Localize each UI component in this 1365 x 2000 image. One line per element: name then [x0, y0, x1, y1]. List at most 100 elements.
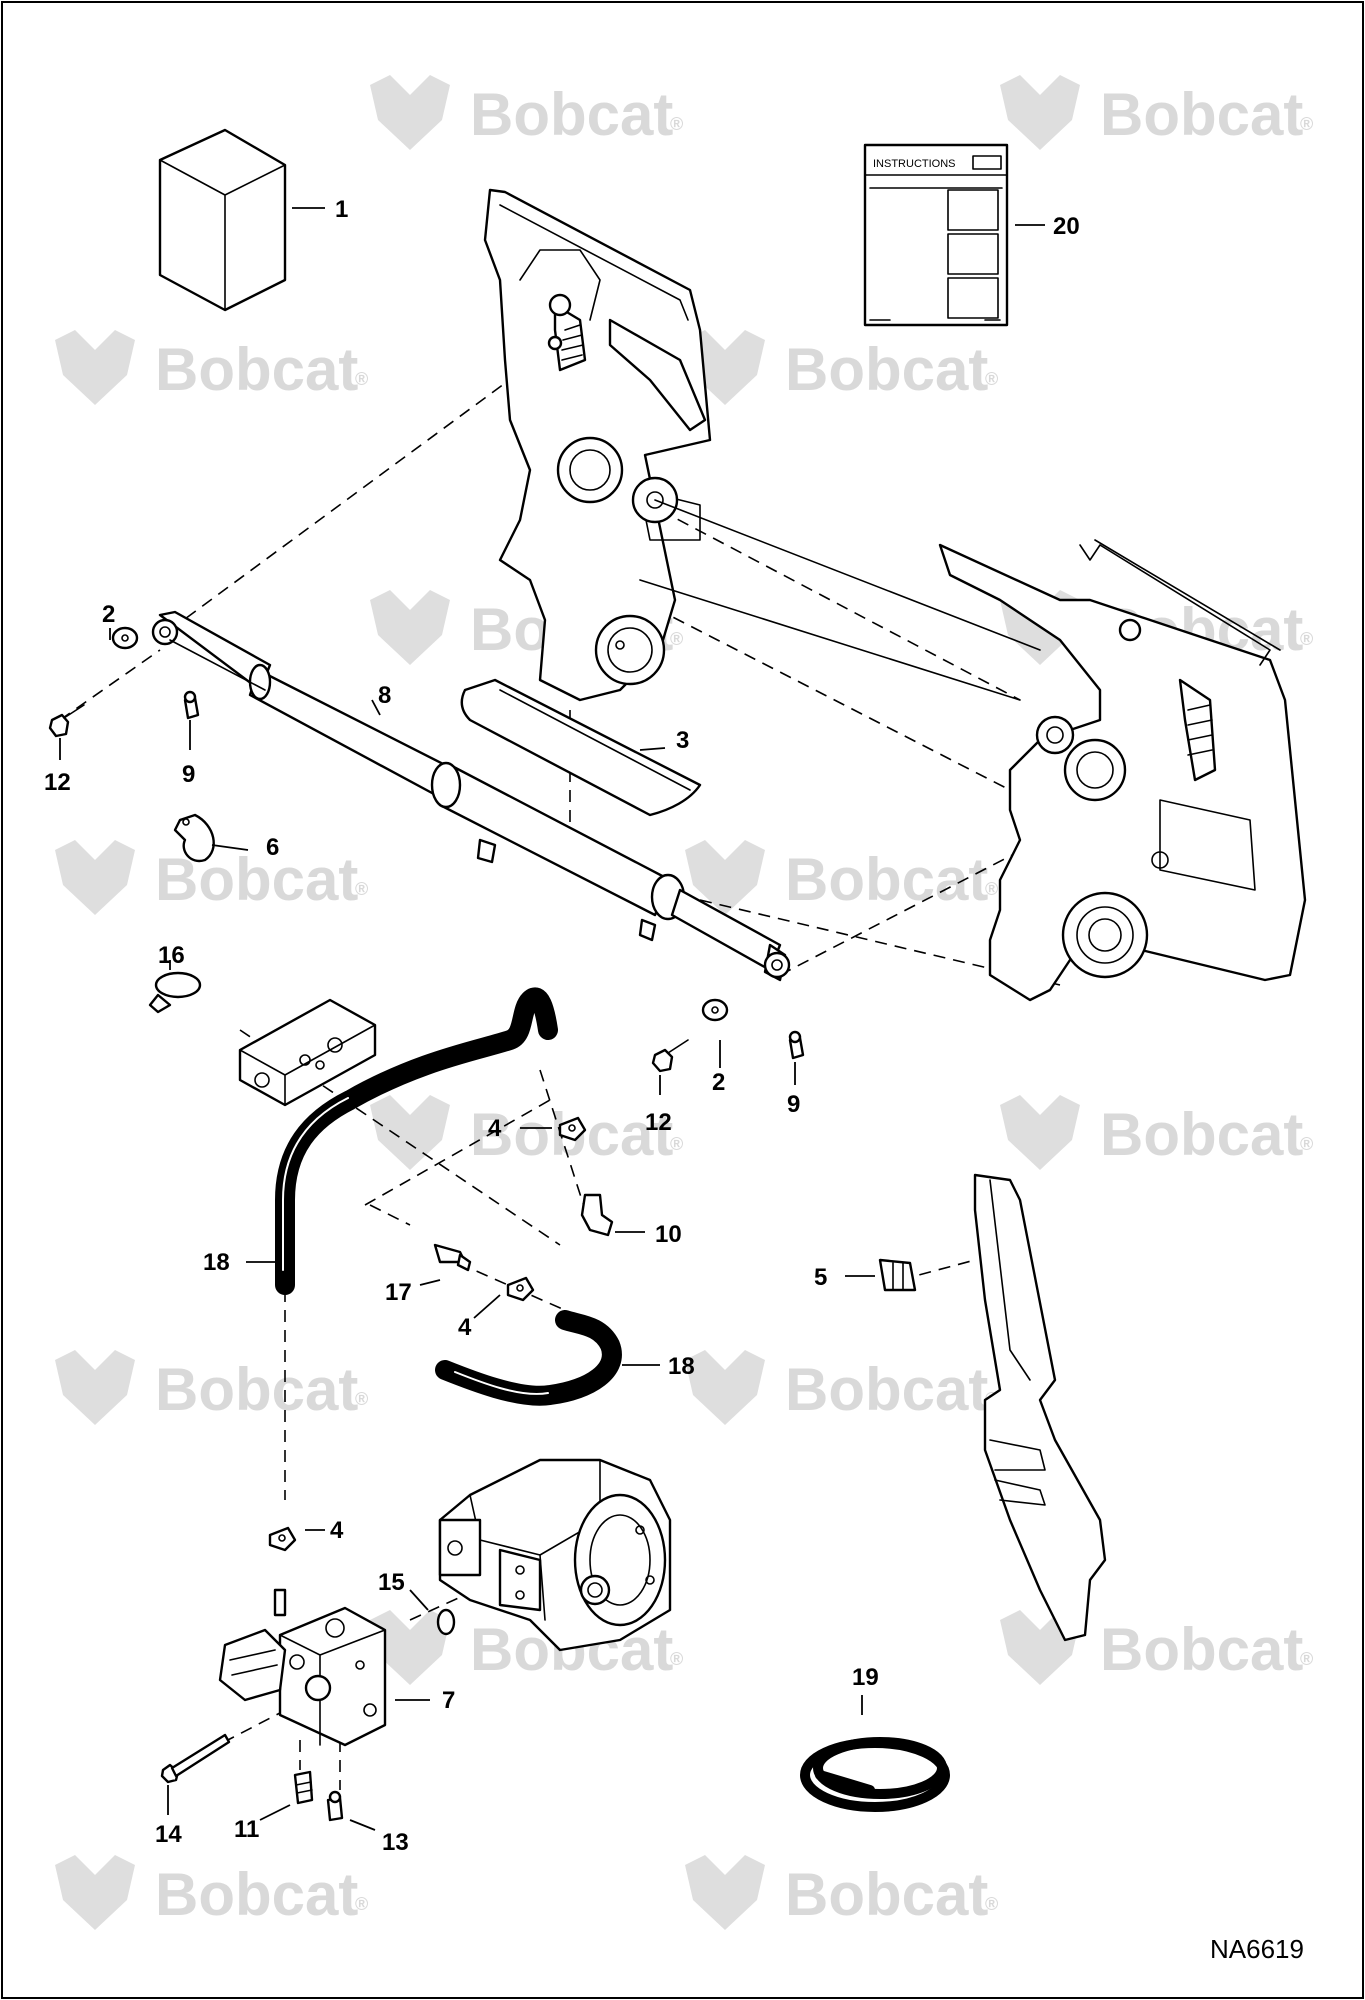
callout-1: 1: [335, 196, 348, 223]
callout-8: 8: [378, 682, 391, 709]
callout-18-short: 18: [668, 1353, 695, 1380]
left-mount-plate: [483, 188, 712, 702]
hydraulic-cylinder: [151, 610, 791, 982]
svg-text:Bobcat: Bobcat: [155, 1861, 358, 1928]
bolt-upper: [48, 704, 85, 738]
svg-text:®: ®: [985, 879, 998, 899]
callout-4-lower: 4: [330, 1517, 344, 1544]
coiled-tube: [800, 1737, 950, 1812]
adapter-fitting: [433, 1243, 472, 1272]
instructions-title: INSTRUCTIONS: [873, 158, 956, 170]
elbow-fitting: [580, 1193, 614, 1237]
watermark: Bobcat ®: [685, 1350, 998, 1425]
o-ring: [436, 1608, 456, 1636]
callout-13: 13: [382, 1829, 409, 1856]
callout-12-lower: 12: [645, 1109, 672, 1136]
right-mount-plate: [938, 539, 1307, 1002]
svg-text:®: ®: [670, 1134, 683, 1154]
svg-text:®: ®: [1300, 1649, 1313, 1669]
svg-text:Bobcat: Bobcat: [785, 846, 988, 913]
callout-20: 20: [1053, 213, 1080, 240]
bolt-lower: [651, 1039, 689, 1073]
callout-12-upper: 12: [44, 769, 71, 796]
hose-short: [435, 1310, 622, 1406]
callout-15: 15: [378, 1569, 405, 1596]
svg-text:®: ®: [670, 1649, 683, 1669]
callout-6: 6: [266, 834, 279, 861]
callout-2-upper: 2: [102, 601, 115, 628]
callout-11: 11: [234, 1816, 259, 1843]
watermark: Bobcat ®: [1000, 1095, 1313, 1170]
watermark: Bobcat ®: [370, 75, 683, 150]
svg-text:®: ®: [1300, 1134, 1313, 1154]
svg-text:®: ®: [355, 879, 368, 899]
callout-7: 7: [442, 1687, 455, 1714]
svg-text:Bobcat: Bobcat: [1100, 1101, 1303, 1168]
callout-14: 14: [155, 1821, 182, 1848]
svg-text:®: ®: [670, 629, 683, 649]
watermark: Bobcat ®: [55, 1350, 368, 1425]
svg-text:®: ®: [355, 369, 368, 389]
lift-arm: [973, 1173, 1107, 1642]
clamp-middle: [506, 1276, 535, 1302]
callout-19: 19: [852, 1664, 879, 1691]
watermark: Bobcat ®: [1000, 1610, 1313, 1685]
cross-tube: [639, 499, 1041, 701]
cable-tie: [148, 971, 202, 1014]
figure-code: NA6619: [1210, 1934, 1304, 1964]
watermark: Bobcat ®: [685, 1855, 998, 1930]
svg-text:Bobcat: Bobcat: [1100, 81, 1303, 148]
svg-text:®: ®: [985, 1894, 998, 1914]
leaders: [59, 207, 1045, 1831]
svg-text:Bobcat: Bobcat: [785, 336, 988, 403]
callout-5: 5: [814, 1264, 827, 1291]
svg-text:®: ®: [670, 114, 683, 134]
svg-text:Bobcat: Bobcat: [470, 81, 673, 148]
valve-block: [238, 998, 377, 1107]
svg-text:Bobcat: Bobcat: [785, 1861, 988, 1928]
watermark: Bobcat ®: [1000, 75, 1313, 150]
callout-2-lower: 2: [712, 1069, 725, 1096]
clamp-top: [558, 1116, 587, 1142]
svg-text:Bobcat: Bobcat: [785, 1356, 988, 1423]
grease-fitting-lower: [788, 1030, 805, 1060]
watermark: Bobcat ®: [370, 1095, 683, 1170]
callout-16: 16: [158, 942, 185, 969]
washer-upper: [111, 626, 139, 650]
part-kit-box: [158, 128, 287, 312]
callout-10: 10: [655, 1221, 682, 1248]
watermark: Bobcat ®: [55, 1855, 368, 1930]
callout-3: 3: [676, 727, 689, 754]
clamp-lower: [268, 1526, 297, 1552]
svg-text:®: ®: [1300, 629, 1313, 649]
svg-text:Bobcat: Bobcat: [155, 846, 358, 913]
callout-4-middle: 4: [458, 1314, 472, 1341]
long-bolt: [160, 1733, 231, 1784]
svg-text:Bobcat: Bobcat: [155, 336, 358, 403]
svg-text:®: ®: [355, 1389, 368, 1409]
washer-lower: [701, 998, 729, 1022]
callout-17: 17: [385, 1279, 412, 1306]
fitting-straight: [293, 1770, 314, 1805]
svg-text:®: ®: [355, 1894, 368, 1914]
watermark: Bobcat ®: [685, 330, 998, 405]
svg-text:®: ®: [1300, 114, 1313, 134]
watermark: Bobcat ®: [55, 330, 368, 405]
svg-text:Bobcat: Bobcat: [155, 1356, 358, 1423]
svg-text:Bobcat: Bobcat: [1100, 1616, 1303, 1683]
hydraulic-pump: [438, 1458, 672, 1652]
callouts: 1 2 2 3 4 4 4 4 5 6 7 8 9 9 10 11 12 12 …: [44, 196, 1080, 1856]
control-valve: [218, 1588, 387, 1747]
instructions-document: INSTRUCTIONS: [863, 143, 1009, 327]
hose-clamp: [173, 813, 215, 863]
callout-4-top: 4: [488, 1115, 502, 1142]
grease-fitting-upper: [183, 690, 200, 720]
hose-long: [275, 987, 558, 1295]
callout-18-long: 18: [203, 1249, 230, 1276]
callout-9-upper: 9: [182, 761, 195, 788]
svg-text:®: ®: [985, 369, 998, 389]
electrical-switch: [878, 1258, 917, 1292]
fitting-small: [326, 1790, 344, 1822]
